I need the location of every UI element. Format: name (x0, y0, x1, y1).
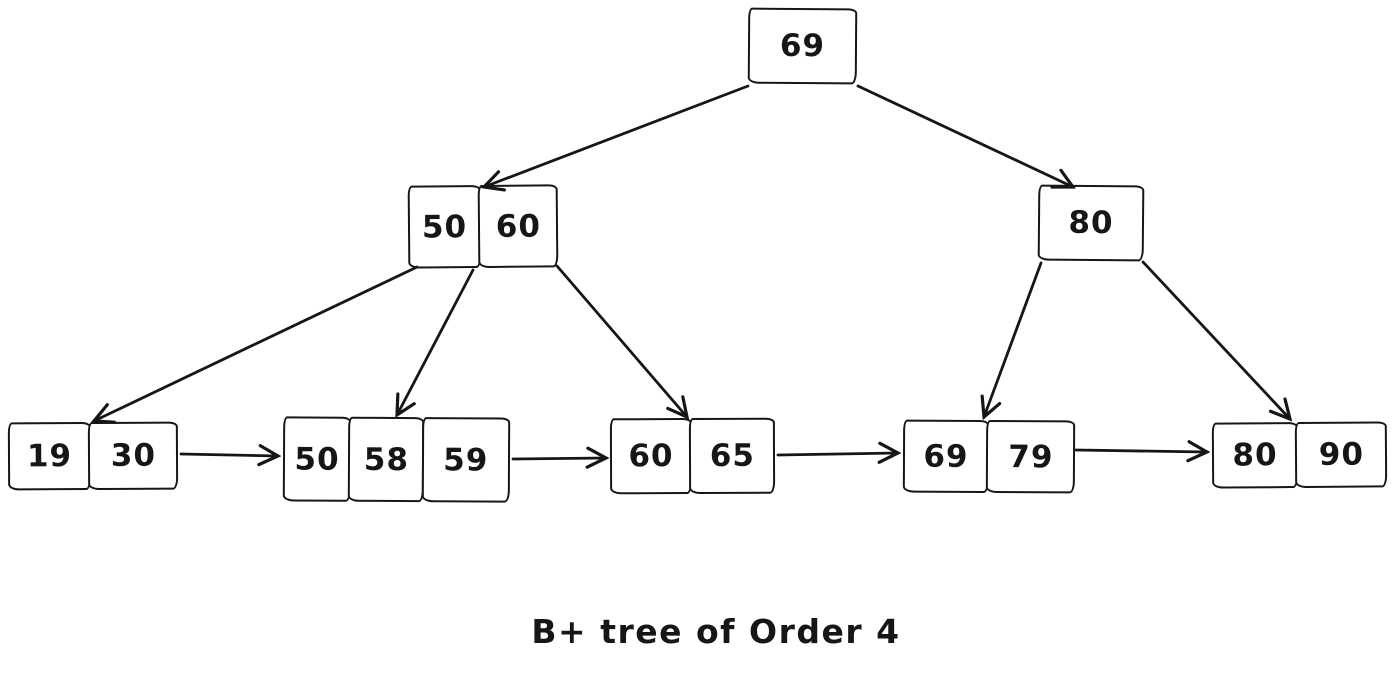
leaf-node-1: 19 30 (7, 421, 179, 491)
leaf-node-5: 80 90 (1211, 421, 1388, 489)
edge-root-to-internal-right (856, 84, 1073, 187)
key-cell: 80 (1037, 184, 1145, 262)
internal-node-left: 50 60 (407, 184, 559, 269)
diagram-caption: B+ tree of Order 4 (531, 612, 901, 651)
root-node: 69 (747, 7, 858, 85)
key-cell: 58 (348, 416, 425, 503)
edge-internal-left-to-leaf-2 (397, 268, 475, 415)
edge-internal-left-to-leaf-1 (94, 265, 419, 421)
key-cell: 50 (282, 416, 352, 502)
key-cell: 59 (421, 417, 511, 503)
edge-internal-right-to-leaf-5 (1141, 260, 1290, 419)
leaf-node-2: 50 58 59 (282, 416, 511, 503)
internal-node-right: 80 (1037, 184, 1145, 262)
edge-root-to-internal-left (484, 84, 750, 187)
link-leaf-3-to-leaf-4 (776, 453, 898, 455)
key-cell: 65 (689, 417, 776, 495)
key-cell: 80 (1211, 422, 1299, 489)
link-leaf-1-to-leaf-2 (179, 454, 278, 456)
key-cell: 69 (902, 419, 990, 493)
key-cell: 60 (609, 418, 693, 495)
link-leaf-2-to-leaf-3 (511, 458, 606, 459)
key-cell: 90 (1295, 421, 1388, 489)
key-cell: 50 (407, 185, 482, 269)
key-cell: 19 (7, 422, 92, 491)
key-cell: 60 (478, 184, 559, 269)
edge-internal-right-to-leaf-4 (984, 261, 1043, 417)
leaf-node-4: 69 79 (902, 419, 1076, 494)
link-leaf-4-to-leaf-5 (1074, 450, 1207, 452)
key-cell: 79 (986, 419, 1076, 494)
key-cell: 69 (747, 7, 858, 85)
edge-internal-left-to-leaf-3 (555, 264, 687, 417)
key-cell: 30 (88, 421, 179, 491)
leaf-node-3: 60 65 (609, 417, 776, 495)
